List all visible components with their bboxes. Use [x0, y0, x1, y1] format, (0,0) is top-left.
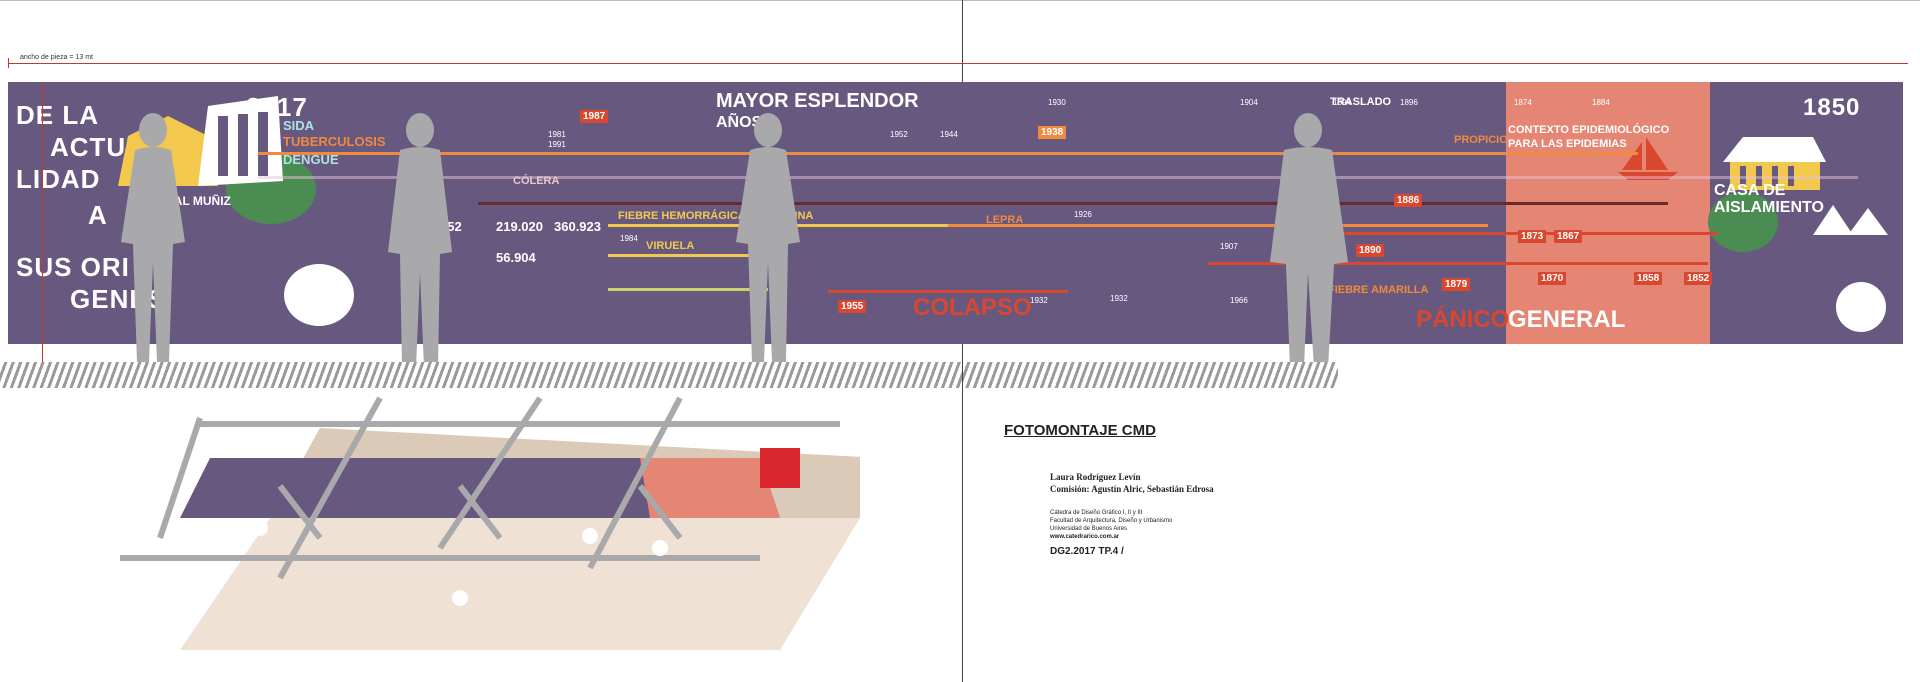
heading-colapso: COLAPSO [913, 294, 1032, 321]
project-title: FOTOMONTAJE CMD [1004, 422, 1156, 439]
year-badge: 1938 [1038, 126, 1067, 139]
heading-general: GENERAL [1508, 306, 1626, 333]
timeline-line-leprosy [948, 224, 1488, 227]
tents-illustration [1813, 205, 1888, 235]
label-contexto-2: PARA LAS EPIDEMIAS [1508, 138, 1627, 150]
timeline-line-green [608, 288, 768, 291]
tree-blob-right [1708, 192, 1778, 252]
year-label: 1930 [1048, 98, 1066, 107]
year-1850: 1850 [1803, 94, 1861, 121]
timeline-line-yellow-fever [1208, 262, 1708, 265]
sheet-top-edge [0, 0, 1920, 1]
person-silhouette [1270, 113, 1348, 368]
course-code: DG2.2017 TP.4 / [1050, 546, 1124, 557]
title-line-1: DE LA [16, 100, 99, 130]
person-silhouette [388, 113, 452, 368]
label-lepra: LEPRA [986, 214, 1024, 226]
year-label: 1932 [1110, 294, 1128, 303]
year-label: 1894 [1333, 98, 1351, 107]
year-badge: 1955 [838, 300, 867, 313]
floor-hatch-left [0, 362, 962, 388]
label-propicio: PROPICIO [1454, 134, 1508, 146]
label-tuberculosis: TUBERCULOSIS [283, 134, 386, 149]
timeline-line-collapse [828, 290, 1068, 293]
heading-mayor-esplendor: MAYOR ESPLENDOR [716, 90, 919, 112]
university: Universidad de Buenos Aires [1050, 526, 1128, 532]
year-label: 1926 [1074, 210, 1092, 219]
year-label: 1907 [1220, 242, 1238, 251]
year-badge: 1870 [1538, 272, 1567, 285]
map-circle-right [1836, 282, 1886, 332]
year-label: 1991 [548, 140, 566, 149]
label-viruela: VIRUELA [646, 240, 695, 252]
year-badge: 1987 [580, 110, 609, 123]
year-label: 1952 [890, 130, 908, 139]
year-badge: 1879 [1442, 278, 1471, 291]
map-circle-left [284, 264, 354, 326]
label-dengue: DENGUE [283, 152, 339, 167]
heading-casa-1: CASA DE [1714, 182, 1786, 199]
stat-2: 219.020 [496, 219, 543, 234]
year-badge: 1867 [1554, 230, 1583, 243]
installation-3d-render [120, 396, 860, 650]
year-label: 1981 [548, 130, 566, 139]
heading-panico: PÁNICO [1416, 306, 1510, 333]
height-measure [42, 82, 43, 362]
title-line-3: LIDAD [16, 164, 101, 194]
person-silhouette [736, 113, 800, 362]
year-badge: 1873 [1518, 230, 1547, 243]
year-label: 1944 [940, 130, 958, 139]
heading-casa-2: AISLAMIENTO [1714, 199, 1824, 216]
year-label: 1896 [1400, 98, 1418, 107]
timeline-banner: DE LA ACTUA LIDAD A SUS ORI - GENES 2017… [8, 82, 1903, 344]
stat-4: 56.904 [496, 250, 536, 265]
person-silhouette [121, 113, 185, 362]
label-colera: CÓLERA [513, 175, 560, 187]
year-label: 1966 [1230, 296, 1248, 305]
title-line-4: A [88, 200, 108, 230]
website: www.catedrarico.com.ar [1050, 534, 1120, 540]
faculty: Facultad de Arquitectura, Diseño y Urban… [1050, 518, 1173, 524]
label-contexto-1: CONTEXTO EPIDEMIOLÓGICO [1508, 124, 1670, 136]
label-fiebre-amarilla: FIEBRE AMARILLA [1328, 284, 1429, 296]
heading-anos: AÑOS [716, 114, 763, 131]
label-traslado: TRASLADO [1330, 96, 1392, 108]
title-line-5: SUS ORI - [16, 252, 148, 282]
author: Laura Rodríguez Levín [1050, 472, 1141, 482]
stat-3: 360.923 [554, 219, 601, 234]
year-label: 1984 [620, 234, 638, 243]
commission: Comisión: Agustín Alric, Sebastián Edros… [1050, 484, 1214, 494]
year-label: 1874 [1514, 98, 1532, 107]
year-badge: 1852 [1684, 272, 1713, 285]
label-sida: SIDA [283, 118, 315, 133]
timeline-line-tuberculosis [258, 152, 1638, 155]
measure-line [8, 63, 1908, 64]
timeline-line-dengue [258, 176, 1858, 179]
timeline-line-cholera [478, 202, 1668, 205]
measure-label: ancho de pieza = 13 mt [20, 54, 93, 61]
timeline-line-smallpox [608, 254, 778, 257]
year-badge: 1886 [1394, 194, 1423, 207]
floor-hatch-right [963, 362, 1338, 388]
year-badge: 1890 [1356, 244, 1385, 257]
year-label: 1932 [1030, 296, 1048, 305]
year-badge: 1858 [1634, 272, 1663, 285]
year-label: 1884 [1592, 98, 1610, 107]
year-label: 1904 [1240, 98, 1258, 107]
chair: Cátedra de Diseño Gráfico I, II y III [1050, 510, 1143, 516]
epidemic-context-panel [1506, 82, 1710, 344]
